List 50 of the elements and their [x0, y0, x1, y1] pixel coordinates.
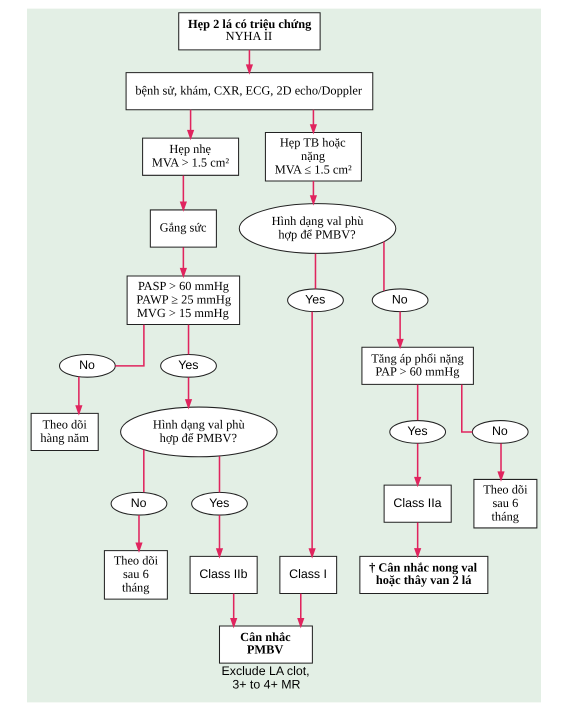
node-box: Class IIa — [384, 484, 452, 523]
arrow — [310, 181, 318, 206]
node-ellipse: Yes — [160, 354, 217, 378]
node-box: PASP > 60 mmHg PAWP ≥ 25 mmHg MVG > 15 mmHg — [126, 276, 240, 326]
node-box: Theo dõi sau 6 tháng — [473, 478, 538, 528]
arrow — [297, 594, 304, 628]
node-box: Hẹp TB hoặc nặng MVA ≤ 1.5 cm² — [264, 132, 362, 182]
arrow — [216, 515, 224, 559]
arrow — [246, 50, 254, 75]
node-box: Class I — [279, 556, 338, 594]
node-box: Class IIb — [190, 556, 258, 594]
node-ellipse: No — [372, 288, 428, 312]
connector — [218, 456, 220, 492]
connector — [461, 384, 472, 433]
connector — [314, 254, 316, 289]
connector — [188, 324, 190, 354]
arrow — [186, 110, 194, 140]
connector — [416, 384, 418, 420]
node-ellipse: Yes — [389, 420, 446, 444]
arrow — [180, 176, 187, 212]
arrow — [180, 247, 187, 278]
node-ellipse: No — [472, 420, 529, 444]
arrow — [396, 312, 404, 350]
arrow — [497, 443, 505, 482]
arrow — [135, 515, 143, 553]
node-box: Theo dõi hàng năm — [30, 412, 99, 452]
connector — [383, 242, 385, 291]
connector — [143, 450, 145, 492]
node-box: Hẹp nhẹ MVA > 1.5 cm² — [142, 138, 240, 176]
arrow — [414, 522, 422, 558]
node-box: † Cân nhắc nong val hoặc thây van 2 lá — [359, 556, 488, 594]
node-box: Hẹp 2 lá có triệu chứng NYHA II — [178, 12, 321, 50]
node-ellipse: No — [110, 492, 168, 516]
node-ellipse: Hình dạng val phù hợp để PMBV? — [238, 203, 396, 254]
node-box: Gắng sức — [150, 209, 217, 248]
arrow — [230, 594, 238, 628]
node-box: bệnh sử, khám, CXR, ECG, 2D echo/Doppler — [126, 72, 374, 110]
connector — [115, 324, 145, 367]
node-ellipse: Yes — [191, 492, 248, 516]
arrow — [308, 312, 316, 559]
node-box: Tăng áp phổi nặng PAP > 60 mmHg — [361, 346, 474, 385]
arrow — [310, 110, 318, 135]
node-ellipse: Hình dạng val phù hợp để PMBV? — [120, 406, 278, 458]
node-label: Exclude LA clot, 3+ to 4+ MR — [222, 664, 310, 692]
arrow — [414, 443, 422, 488]
arrow — [184, 377, 192, 410]
node-ellipse: Yes — [287, 288, 344, 312]
node-ellipse: No — [59, 354, 116, 378]
arrow — [75, 376, 82, 416]
node-box: Theo dõi sau 6 tháng — [104, 550, 168, 600]
